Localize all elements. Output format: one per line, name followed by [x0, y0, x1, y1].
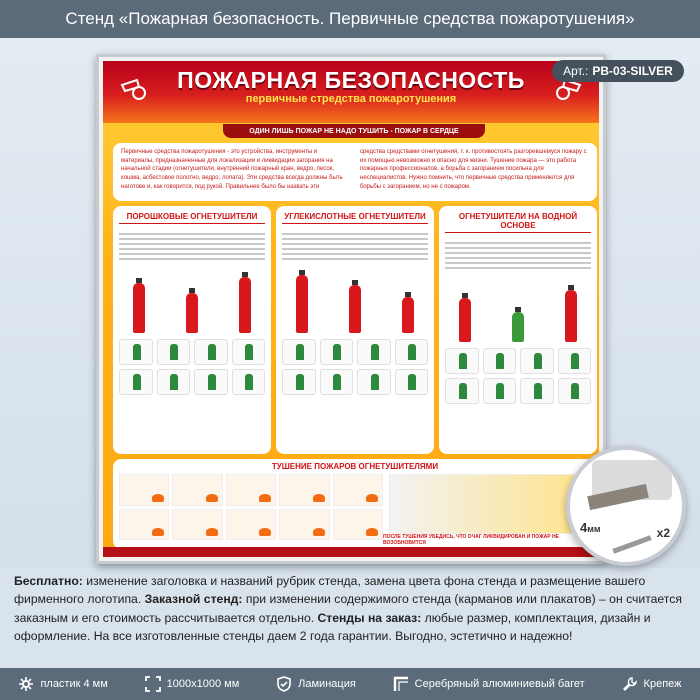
- section-title: ОГНЕТУШИТЕЛИ НА ВОДНОЙ ОСНОВЕ: [445, 212, 591, 233]
- bottom-note: ПОСЛЕ ТУШЕНИЯ УБЕДИСЬ, ЧТО ОЧАГ ЛИКВИДИР…: [383, 534, 559, 546]
- extinguisher-illustrations: [276, 269, 434, 333]
- instruction-pictograms: [439, 342, 597, 410]
- evacuation-illustration: [389, 474, 589, 534]
- article-label: Арт.:: [563, 64, 589, 78]
- section-text: [276, 228, 434, 265]
- thickness-label: 4мм: [580, 520, 601, 535]
- poster-footer-strip: [103, 547, 599, 557]
- instruction-pictograms: [113, 333, 271, 401]
- extinguisher-illustrations: [113, 269, 271, 333]
- extinguishing-pictograms: [119, 474, 383, 540]
- section-powder: ПОРОШКОВЫЕ ОГНЕТУШИТЕЛИ: [113, 206, 271, 454]
- fire-extinguisher-icon: [120, 78, 146, 100]
- expand-icon: [144, 676, 161, 692]
- poster-motto: ОДИН ЛИШЬ ПОЖАР НЕ НАДО ТУШИТЬ - ПОЖАР В…: [223, 124, 485, 138]
- screw-icon: [612, 535, 652, 554]
- gear-icon: [19, 677, 34, 691]
- product-description: Бесплатно: изменение заголовка и названи…: [14, 574, 682, 643]
- feature-frame: Серебряный алюминиевый багет: [393, 676, 585, 692]
- section-title: УГЛЕКИСЛОТНЫЕ ОГНЕТУШИТЕЛИ: [282, 212, 428, 224]
- section-co2: УГЛЕКИСЛОТНЫЕ ОГНЕТУШИТЕЛИ: [276, 206, 434, 454]
- product-image-area: ПОЖАРНАЯ БЕЗОПАСНОСТЬ первичные стредств…: [0, 38, 700, 568]
- extinguisher-icon: [185, 288, 198, 333]
- feature-mounting: Крепеж: [622, 676, 682, 692]
- feature-size: 1000х1000 мм: [144, 676, 239, 692]
- frame-corner-icon: [393, 676, 408, 691]
- wrench-icon: [622, 677, 637, 691]
- intro-text-right: средства средствами огнетушения, т. к. п…: [360, 149, 587, 190]
- poster-banner: ПОЖАРНАЯ БЕЗОПАСНОСТЬ первичные стредств…: [103, 61, 599, 123]
- feature-lamination: Ламинация: [276, 676, 356, 692]
- extinguisher-icon: [133, 278, 146, 333]
- fastener-count: x2: [656, 526, 670, 540]
- extinguisher-icon: [401, 292, 414, 333]
- extinguisher-icon: [511, 307, 524, 342]
- shield-icon: [277, 676, 291, 692]
- section-title: ПОРОШКОВЫЕ ОГНЕТУШИТЕЛИ: [119, 212, 265, 224]
- extinguisher-icon: [348, 280, 361, 333]
- section-extinguishing: ТУШЕНИЕ ПОЖАРОВ ОГНЕТУШИТЕЛЯМИ ПОСЛЕ ТУШ…: [113, 459, 597, 549]
- intro-text-left: Первичные средства пожаротушения - это у…: [121, 149, 343, 190]
- poster-title: ПОЖАРНАЯ БЕЗОПАСНОСТЬ: [177, 67, 525, 93]
- page-header: Стенд «Пожарная безопасность. Первичные …: [0, 0, 700, 38]
- instruction-pictograms: [276, 333, 434, 401]
- mount-detail-zoom: 4мм x2: [566, 446, 686, 566]
- section-title: ТУШЕНИЕ ПОЖАРОВ ОГНЕТУШИТЕЛЯМИ: [271, 462, 439, 471]
- extinguisher-icon: [296, 270, 309, 333]
- feature-material: пластик 4 мм: [18, 676, 108, 692]
- stand-frame: ПОЖАРНАЯ БЕЗОПАСНОСТЬ первичные стредств…: [96, 54, 606, 564]
- section-text: [113, 228, 271, 265]
- extinguisher-illustrations: [439, 278, 597, 342]
- stand-poster: ПОЖАРНАЯ БЕЗОПАСНОСТЬ первичные стредств…: [103, 61, 599, 557]
- section-water: ОГНЕТУШИТЕЛИ НА ВОДНОЙ ОСНОВЕ: [439, 206, 597, 454]
- article-code: PB-03-SILVER: [592, 64, 673, 78]
- poster-subtitle: первичные стредства пожаротушения: [245, 93, 457, 105]
- article-badge: Арт.: PB-03-SILVER: [552, 60, 684, 82]
- extinguisher-icon: [459, 293, 472, 342]
- poster-intro: Первичные средства пожаротушения - это у…: [113, 143, 597, 201]
- features-bar: пластик 4 мм 1000х1000 мм Ламинация Сере…: [0, 668, 700, 700]
- extinguisher-icon: [564, 285, 577, 342]
- page-title: Стенд «Пожарная безопасность. Первичные …: [65, 9, 635, 28]
- extinguisher-icon: [238, 272, 251, 333]
- section-text: [439, 237, 597, 274]
